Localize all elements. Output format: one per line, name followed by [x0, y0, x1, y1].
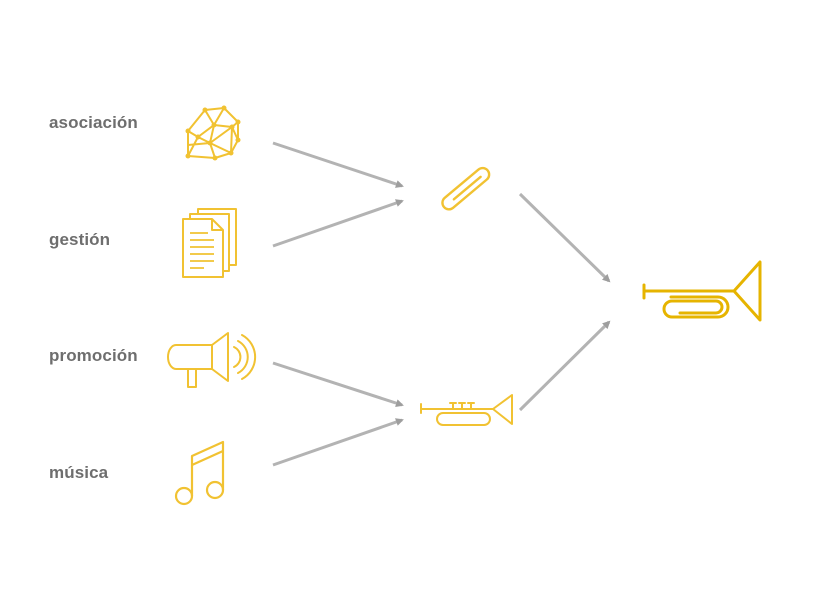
arrow-paperclip-to-final [518, 192, 611, 283]
paperclip-icon [441, 166, 491, 211]
music-note-icon [174, 440, 225, 506]
trumpet-icon [420, 394, 513, 426]
arrow-musica-to-trumpet [272, 418, 404, 467]
label-gestion: gestión [49, 230, 111, 249]
label-musica: música [49, 463, 109, 482]
paperclip-trumpet-icon [642, 260, 762, 322]
arrows [272, 141, 611, 467]
label-asociacion: asociación [49, 113, 138, 132]
label-promocion: promoción [49, 346, 138, 365]
arrow-asociacion-to-paperclip [272, 141, 404, 188]
arrow-promocion-to-trumpet [272, 361, 404, 407]
network-brain-icon [185, 105, 241, 161]
documents-icon [182, 208, 237, 278]
arrow-gestion-to-paperclip [272, 199, 404, 248]
arrow-trumpet-to-final [518, 320, 611, 412]
megaphone-icon [167, 332, 257, 388]
